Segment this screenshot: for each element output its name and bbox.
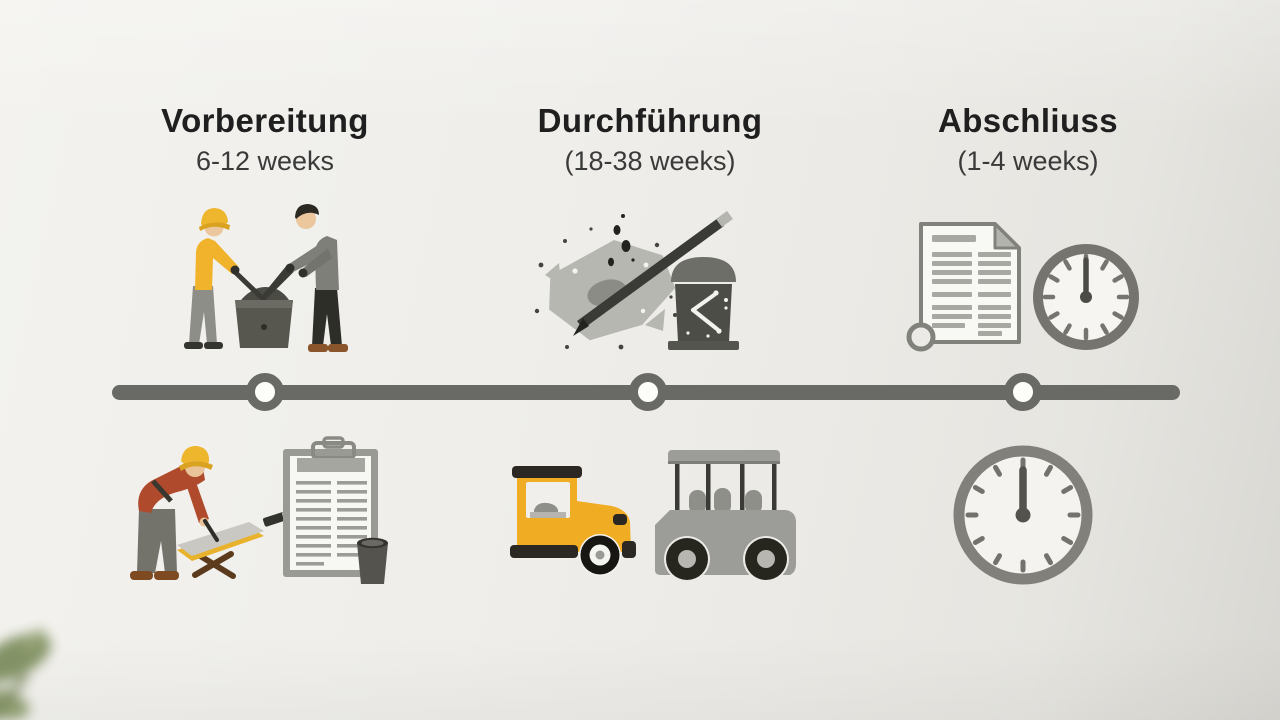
bucket	[357, 537, 388, 584]
timeline-node-3	[1004, 373, 1042, 411]
surveyor-clipboard-icon	[130, 436, 388, 584]
shuttle-wheel-right	[743, 536, 789, 582]
small-clock	[1033, 244, 1139, 350]
clipboard	[283, 436, 378, 577]
document-clock-icon	[906, 222, 1139, 352]
phase-2-duration: (18-38 weeks)	[564, 146, 736, 176]
truck-wheel	[579, 534, 621, 576]
document	[906, 222, 1021, 352]
document-corner-ring	[906, 322, 936, 352]
shuttle-wheel-left	[664, 536, 710, 582]
plan-pencil-icon	[534, 210, 739, 350]
yellow-truck	[510, 466, 636, 576]
phase-1-duration: 6-12 weeks	[195, 146, 335, 176]
shuttle-bus	[655, 450, 796, 582]
phase-3-duration: (1-4 weeks)	[957, 146, 1099, 176]
workers-mixing-icon	[184, 204, 348, 352]
timeline-node-1	[246, 373, 284, 411]
canister-clock	[668, 257, 739, 350]
passengers	[689, 488, 762, 514]
phase-2-title: Durchführung	[537, 102, 763, 139]
plan-splat	[534, 227, 686, 350]
ink-drops	[608, 214, 635, 267]
clock-ticks	[965, 457, 1081, 573]
worker-yellow-shirt	[184, 208, 240, 349]
phase-1-title: Vorbereitung	[161, 102, 369, 139]
marking-pen	[203, 519, 219, 542]
worker-gray-shirt	[285, 204, 348, 352]
truck-bumper	[622, 541, 636, 558]
pencil	[573, 210, 733, 336]
phase-3-title: Abschliuss	[937, 102, 1119, 139]
clock-icon	[953, 445, 1093, 585]
roof-posts	[675, 463, 777, 512]
timeline-node-2	[629, 373, 667, 411]
shuttle-roof	[668, 450, 780, 464]
construction-vehicles-icon	[510, 450, 796, 582]
canister-clock-hands	[691, 293, 719, 331]
truck-headlight	[613, 514, 627, 525]
drafting-table	[177, 522, 264, 579]
bent-worker	[130, 445, 219, 580]
plant-leaf-decoration	[0, 629, 51, 720]
